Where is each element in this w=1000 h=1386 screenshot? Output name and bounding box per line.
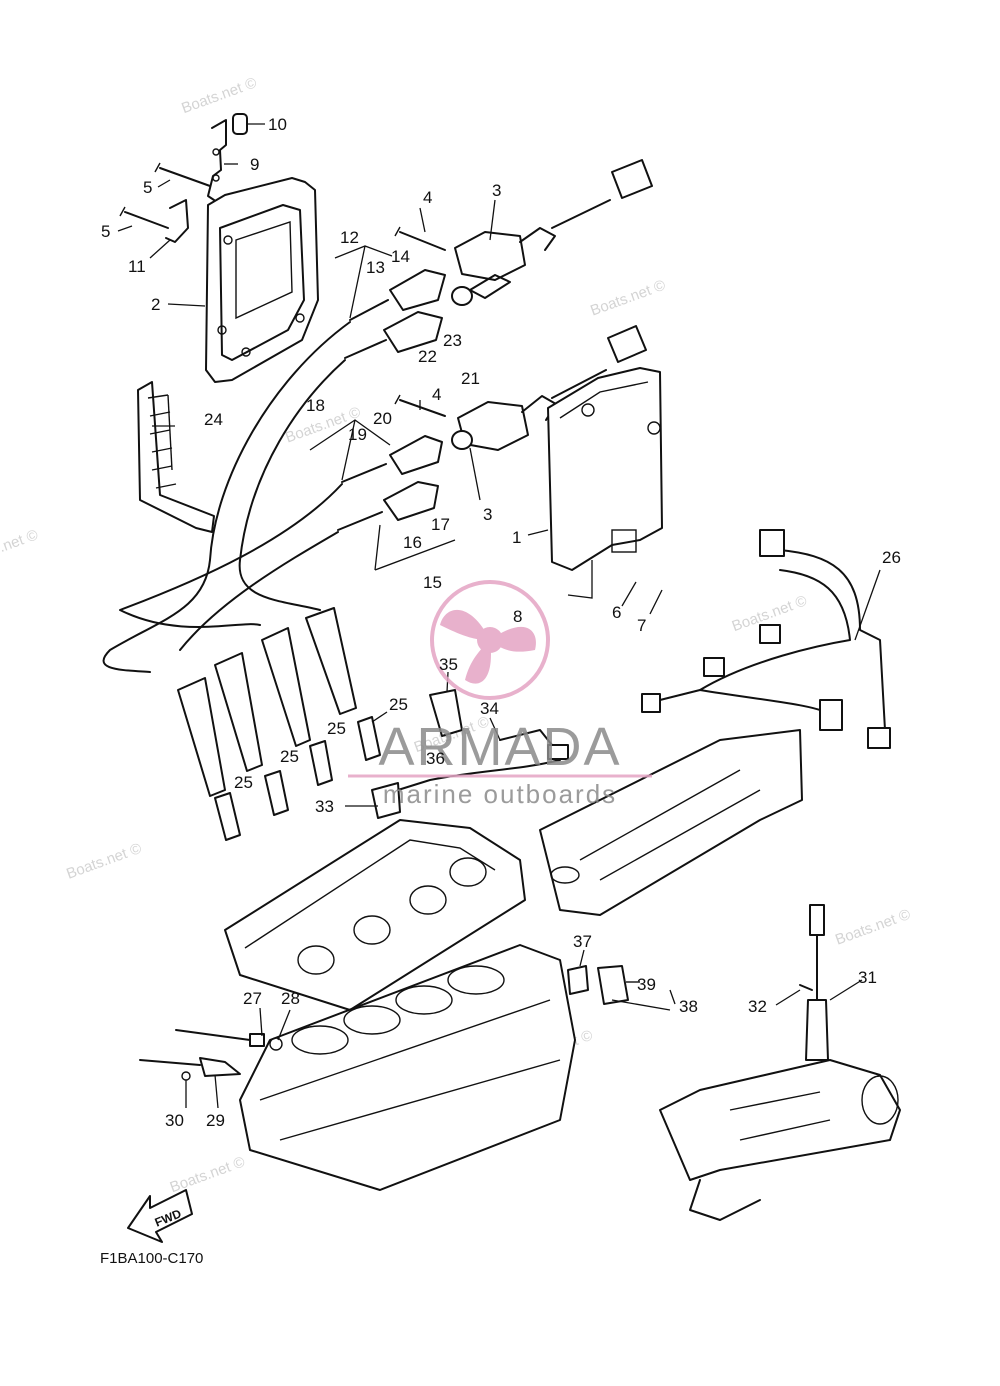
callout-label: 16	[403, 533, 422, 552]
clamp-part	[165, 199, 189, 243]
cover-part	[205, 177, 319, 383]
pressure-sensor-part	[799, 904, 829, 1061]
ht-lead-part	[102, 321, 351, 673]
forward-arrow: FWD	[127, 1189, 193, 1243]
callout-labels: 10 9 5 5 11 2 4 3 12 13 14 23 22 21 4 24…	[101, 115, 901, 1130]
callout-label: 31	[858, 968, 877, 987]
callout-label: 21	[461, 369, 480, 388]
callout-label: 29	[206, 1111, 225, 1130]
leader-lines	[117, 123, 881, 1109]
callout-label: 2	[151, 295, 160, 314]
callout-label: 4	[432, 385, 441, 404]
callout-label: 30	[165, 1111, 184, 1130]
callout-label: 14	[391, 247, 410, 266]
callout-label: 36	[426, 749, 445, 768]
callout-label: 12	[340, 228, 359, 247]
callout-label: 37	[573, 932, 592, 951]
callout-label: 8	[513, 607, 522, 626]
callout-label: 35	[439, 655, 458, 674]
callout-label: 3	[483, 505, 492, 524]
spark-plug-part	[214, 716, 381, 841]
callout-label: 34	[480, 699, 499, 718]
callout-label: 17	[431, 515, 450, 534]
callout-label: 39	[637, 975, 656, 994]
callout-label: 25	[234, 773, 253, 792]
callout-label: 38	[679, 997, 698, 1016]
callout-label: 5	[101, 222, 110, 241]
callout-label: 28	[281, 989, 300, 1008]
callout-label: 18	[306, 396, 325, 415]
wire-harness-part	[641, 529, 891, 749]
temp-sensor-part	[139, 1029, 283, 1081]
outlet-pipe-part	[659, 1059, 901, 1221]
callout-label: 4	[423, 188, 432, 207]
diagram-code: F1BA100-C170	[100, 1250, 203, 1267]
callout-label: 22	[418, 347, 437, 366]
ecu-part	[547, 367, 663, 571]
callout-label: 32	[748, 997, 767, 1016]
callout-label: 25	[280, 747, 299, 766]
cylinder-block-part	[239, 944, 576, 1191]
holder-part	[137, 381, 215, 533]
callout-label: 3	[492, 181, 501, 200]
callout-label: 1	[512, 528, 521, 547]
callout-label: 7	[637, 616, 646, 635]
callout-label: 15	[423, 573, 442, 592]
screw-part	[119, 162, 446, 417]
boot-part	[177, 607, 357, 797]
callout-label: 6	[612, 603, 621, 622]
cylinder-head-part	[224, 819, 526, 1011]
callout-label: 25	[389, 695, 408, 714]
callout-label: 13	[366, 258, 385, 277]
watermark: Boats.net ©	[168, 1153, 248, 1196]
sensor-part	[371, 689, 569, 819]
callout-label: 10	[268, 115, 287, 134]
watermark: Boats.net ©	[833, 906, 913, 949]
callout-label: 20	[373, 409, 392, 428]
brand-tagline: marine outboards	[383, 779, 617, 809]
callout-label: 19	[348, 425, 367, 444]
watermark: Boats.net ©	[179, 74, 259, 117]
watermark: Boats.net ©	[588, 277, 668, 320]
brand-name: ARMADA	[378, 717, 621, 777]
clip-part	[232, 113, 248, 135]
ignition-coil-part	[451, 159, 653, 451]
callout-label: 25	[327, 719, 346, 738]
switch-part	[567, 965, 640, 1005]
callout-label: 23	[443, 331, 462, 350]
brand-logo: ARMADA marine outboards	[348, 580, 652, 809]
callout-label: 24	[204, 410, 223, 429]
plug-cap-part	[337, 269, 446, 531]
callout-label: 33	[315, 797, 334, 816]
callout-label: 26	[882, 548, 901, 567]
callout-label: 9	[250, 155, 259, 174]
callout-label: 27	[243, 989, 262, 1008]
watermark: Boats.net ©	[0, 526, 40, 569]
callout-label: 11	[128, 257, 146, 276]
watermark: Boats.net ©	[64, 840, 144, 883]
callout-label: 5	[143, 178, 152, 197]
intake-manifold-part	[539, 729, 803, 916]
bracket-part	[207, 119, 227, 201]
